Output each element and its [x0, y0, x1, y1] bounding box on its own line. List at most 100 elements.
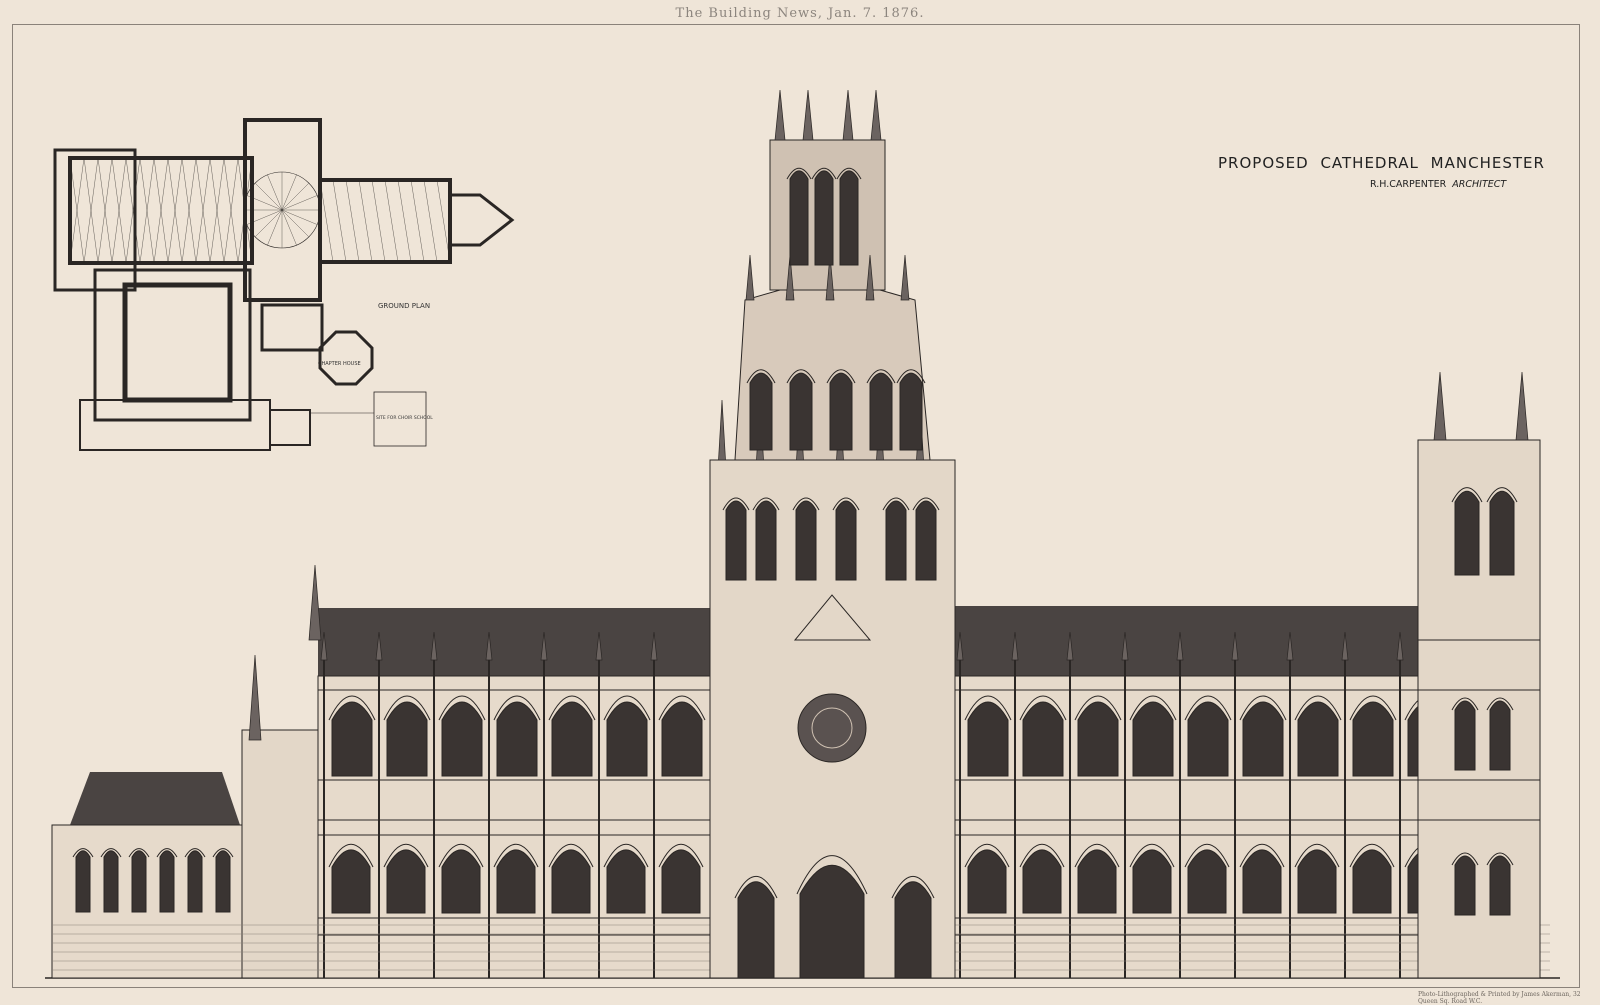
pinnacle	[375, 631, 383, 661]
belfry-window-hood	[836, 167, 862, 180]
chapel-roof	[70, 772, 240, 825]
pinnacle	[956, 631, 964, 661]
plan-chapter-house	[318, 330, 374, 386]
aisle-window-hood	[1349, 843, 1395, 868]
pinnacle	[1176, 631, 1184, 661]
tower-window	[835, 500, 857, 581]
chapel-window-hood	[72, 848, 94, 858]
plan-choir-school-site	[373, 391, 427, 447]
vault-line	[246, 195, 283, 211]
vault-line	[267, 209, 283, 246]
lantern-window-hood	[896, 369, 926, 384]
lantern-window-hood	[866, 369, 896, 384]
chapel-window	[75, 850, 91, 913]
aisle-window	[386, 849, 426, 914]
aisle-window	[1242, 849, 1282, 914]
architect-role: ARCHITECT	[1452, 179, 1507, 190]
plan-south-range	[79, 399, 271, 451]
chapel-window	[131, 850, 147, 913]
plan-vaulting	[69, 157, 451, 264]
aisle-window-hood	[1239, 843, 1285, 868]
lantern-window	[869, 372, 893, 451]
lantern-window-hood	[746, 369, 776, 384]
clerestory-window	[1242, 701, 1284, 777]
tower-pinnacle	[745, 254, 755, 301]
clerestory-window	[551, 701, 593, 777]
vault-line	[332, 179, 347, 263]
aisle-window	[1022, 849, 1062, 914]
west-tower-window-hood	[1451, 852, 1479, 866]
west-tower-spire	[1433, 371, 1447, 441]
nave-roof-east	[955, 606, 1425, 676]
aisle-window-hood	[964, 843, 1010, 868]
chapel-window-hood	[100, 848, 122, 858]
lantern-window-hood	[826, 369, 856, 384]
west-tower-window	[1489, 855, 1511, 916]
tower-pinnacle	[785, 254, 795, 301]
tower-spire	[802, 89, 814, 141]
pinnacle	[540, 631, 548, 661]
clerestory-window-hood	[548, 695, 596, 721]
plan-annex	[269, 409, 311, 446]
vault-line	[436, 179, 451, 263]
rose-window-tracery	[811, 707, 853, 749]
tower-pinnacle	[718, 399, 726, 461]
clerestory-window-hood	[1239, 695, 1287, 721]
vault-line	[281, 209, 309, 237]
aisle-window-hood	[1129, 843, 1175, 868]
chapter-house-label: CHAPTER HOUSE	[318, 361, 361, 367]
clerestory-window	[1132, 701, 1174, 777]
west-tower-window	[1454, 855, 1476, 916]
architect-name: R.H.CARPENTER	[1370, 179, 1447, 190]
chapel-window-hood	[184, 848, 206, 858]
clerestory-window-hood	[1349, 695, 1397, 721]
clerestory-window-hood	[1184, 695, 1232, 721]
imprint: Photo-Lithographed & Printed by James Ak…	[1418, 991, 1581, 1005]
choir-school-label: SITE FOR CHOIR SCHOOL	[376, 416, 433, 421]
pinnacle	[1231, 631, 1239, 661]
pinnacle	[1341, 631, 1349, 661]
clerestory-window	[496, 701, 538, 777]
clerestory-window	[1022, 701, 1064, 777]
tower-window	[755, 500, 777, 581]
vault-line	[195, 157, 211, 264]
chapel-window	[187, 850, 203, 913]
tower-window	[885, 500, 907, 581]
lantern-window	[789, 372, 813, 451]
vault-line	[358, 179, 373, 263]
vault-line	[223, 157, 239, 264]
tower-spire	[842, 89, 854, 141]
clerestory-window	[331, 701, 373, 777]
ground-plan-label: GROUND PLAN	[378, 302, 431, 310]
vault-line	[410, 179, 425, 263]
clerestory-window-hood	[1019, 695, 1067, 721]
west-tower-window-hood	[1486, 852, 1514, 866]
aisle-window-hood	[493, 843, 539, 868]
belfry-window	[839, 170, 859, 266]
vault-line	[181, 157, 197, 264]
plate-subtitle: R.H.CARPENTER ARCHITECT	[1370, 179, 1506, 190]
west-tower-window	[1489, 700, 1511, 771]
west-tower-window-hood	[1451, 697, 1479, 711]
rose-window	[797, 693, 867, 763]
vault-line	[209, 157, 225, 264]
clerestory-window	[1352, 701, 1394, 777]
aisle-window-hood	[658, 843, 704, 868]
tower-spire	[774, 89, 786, 141]
pinnacle	[1121, 631, 1129, 661]
aisle-window-hood	[1074, 843, 1120, 868]
side-portal-hood	[891, 876, 935, 899]
vault-line	[111, 157, 127, 264]
vault-line	[69, 157, 85, 264]
chapel-window	[215, 850, 231, 913]
west-tower-window-hood	[1451, 487, 1483, 503]
clerestory-window-hood	[493, 695, 541, 721]
vault-line	[97, 157, 113, 264]
vault-line	[139, 157, 155, 264]
tower-window-hood	[752, 497, 780, 511]
west-tower-window	[1454, 490, 1480, 576]
west-tower-window	[1489, 490, 1515, 576]
aisle-window-hood	[328, 843, 374, 868]
west-tower-window-hood	[1486, 487, 1518, 503]
vault-line	[423, 179, 438, 263]
